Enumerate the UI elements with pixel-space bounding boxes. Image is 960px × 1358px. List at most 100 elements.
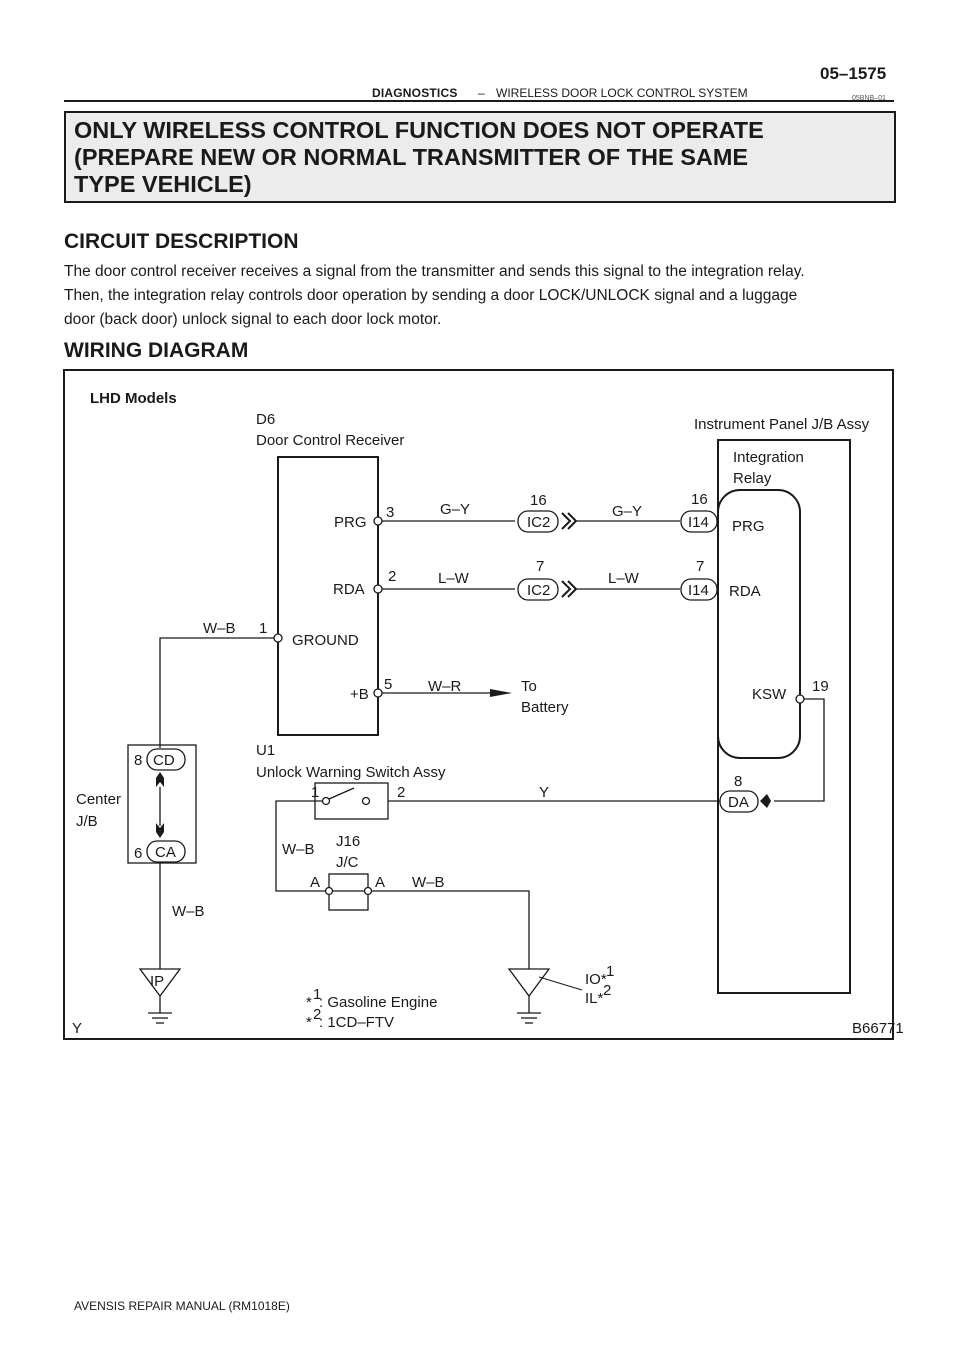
junction-pin-a-right: A [375,874,385,891]
wire-ksw [774,698,825,802]
procedure-title-line-1: ONLY WIRELESS CONTROL FUNCTION DOES NOT … [74,117,764,143]
subsection-name: WIRELESS DOOR LOCK CONTROL SYSTEM [496,86,748,100]
connector-cd-marker [156,772,164,787]
junction-terminal-a-right [363,886,373,896]
battery-label-line-1: To [521,678,537,695]
pin-number-5: 5 [384,676,392,693]
ground-label-il: IL* [585,990,604,1007]
pin-number-16-ic2: 16 [530,492,547,509]
models-label: LHD Models [90,390,177,407]
center-jb-label-line-1: Center [76,791,121,808]
document-code: 05BNB–01 [852,95,886,102]
wire-color-lw-1: L–W [438,570,470,587]
connector-ca-marker [156,823,164,838]
relay-pin-label-ksw: KSW [752,686,787,703]
note-1-text: : Gasoline Engine [319,994,437,1011]
note-2-mark: * [306,1014,312,1031]
connector-label-cd: CD [153,752,175,769]
ground-label-ip: IP [150,973,164,990]
jb-assy-label: Instrument Panel J/B Assy [694,416,870,433]
figure-code: B66771 [852,1020,904,1037]
switch-contact-1 [321,796,331,806]
terminal-ksw [795,694,805,704]
switch-contact-2 [361,796,371,806]
wire-wb-switch [275,800,326,892]
pin-number-7-i14: 7 [696,558,704,575]
ground-point-ip [138,968,182,998]
pin-number-8-da: 8 [734,773,742,790]
connector-label-ic2-2: IC2 [527,582,550,599]
relay-pin-label-rda: RDA [729,583,761,600]
pin-number-1: 1 [259,620,267,637]
switch-pin-1: 1 [311,784,319,801]
wire-color-wr: W–R [428,678,462,695]
ground-label-il-sup: 2 [603,982,611,999]
wire-color-wb-mid: W–B [282,841,315,858]
circuit-description-heading: CIRCUIT DESCRIPTION [64,230,299,253]
procedure-title-line-3: TYPE VEHICLE) [74,171,252,197]
junction-pin-a-left: A [310,874,320,891]
section-name: DIAGNOSTICS [372,86,458,100]
connector-cd [146,748,186,771]
jc-code: J16 [336,833,360,850]
connector-i14-rda [680,578,718,601]
page-number: 05–1575 [820,64,887,83]
section-separator: – [478,86,485,100]
pin-number-16-i14: 16 [691,491,708,508]
connector-i14-prg [680,510,718,533]
connector-label-da: DA [728,794,749,811]
connector-label-ic2-1: IC2 [527,514,550,531]
ground-label-io: IO* [585,971,607,988]
wire-color-wb-left: W–B [172,903,205,920]
procedure-title-line-2: (PREPARE NEW OR NORMAL TRANSMITTER OF TH… [74,144,749,170]
terminal-ground [273,633,283,643]
battery-label-line-2: Battery [521,699,569,716]
connector-label-ca: CA [155,844,176,861]
pin-number-8-cd: 8 [134,752,142,769]
center-jb-box [127,744,197,864]
relay-label-line-2: Relay [733,470,772,487]
note-1-sup: 1 [313,986,321,1003]
wire-color-lw-2: L–W [608,570,640,587]
connector-ic2-rda [517,578,559,601]
door-control-receiver-box [277,456,379,736]
pin-label-plus-b: +B [350,686,369,703]
wire-wb-jc-ground [372,890,530,969]
switch-pin-2: 2 [397,784,405,801]
note-1-mark: * [306,994,312,1011]
wire-color-gy-2: G–Y [612,503,642,520]
diagram-corner-mark: Y [72,1020,82,1037]
connector-ic2-prg-marker [561,512,578,530]
terminal-rda [373,584,383,594]
procedure-title-box: ONLY WIRELESS CONTROL FUNCTION DOES NOT … [64,111,896,203]
wire-ground-receiver [159,637,274,748]
terminal-prg [373,516,383,526]
connector-label-i14-2: I14 [688,582,709,599]
pin-number-3: 3 [386,504,394,521]
junction-terminal-a-left [324,886,334,896]
center-jb-label-line-2: J/B [76,813,98,830]
wire-color-gy-1: G–Y [440,501,470,518]
battery-arrow [490,689,512,697]
ground-label-io-sup: 1 [606,963,614,980]
circuit-description-line-3: door (back door) unlock signal to each d… [64,311,442,328]
connector-da-marker [760,794,771,808]
connector-ic2-rda-marker [561,580,578,598]
connector-label-i14-1: I14 [688,514,709,531]
circuit-description-line-2: Then, the integration relay controls doo… [64,287,798,304]
pin-label-prg: PRG [334,514,367,531]
junction-connector-box [328,873,369,911]
switch-lever [328,787,355,800]
wiring-diagram-heading: WIRING DIAGRAM [64,339,249,362]
switch-name: Unlock Warning Switch Assy [256,764,446,781]
header-rule [64,100,894,102]
ground-leader-line [538,976,583,991]
pin-label-rda: RDA [333,581,365,598]
ground-point-io-il [507,968,551,998]
pin-number-2: 2 [388,568,396,585]
wire-color-y: Y [539,784,549,801]
circuit-description-line-1: The door control receiver receives a sig… [64,263,805,280]
pin-number-19: 19 [812,678,829,695]
integration-relay-box [717,489,801,759]
